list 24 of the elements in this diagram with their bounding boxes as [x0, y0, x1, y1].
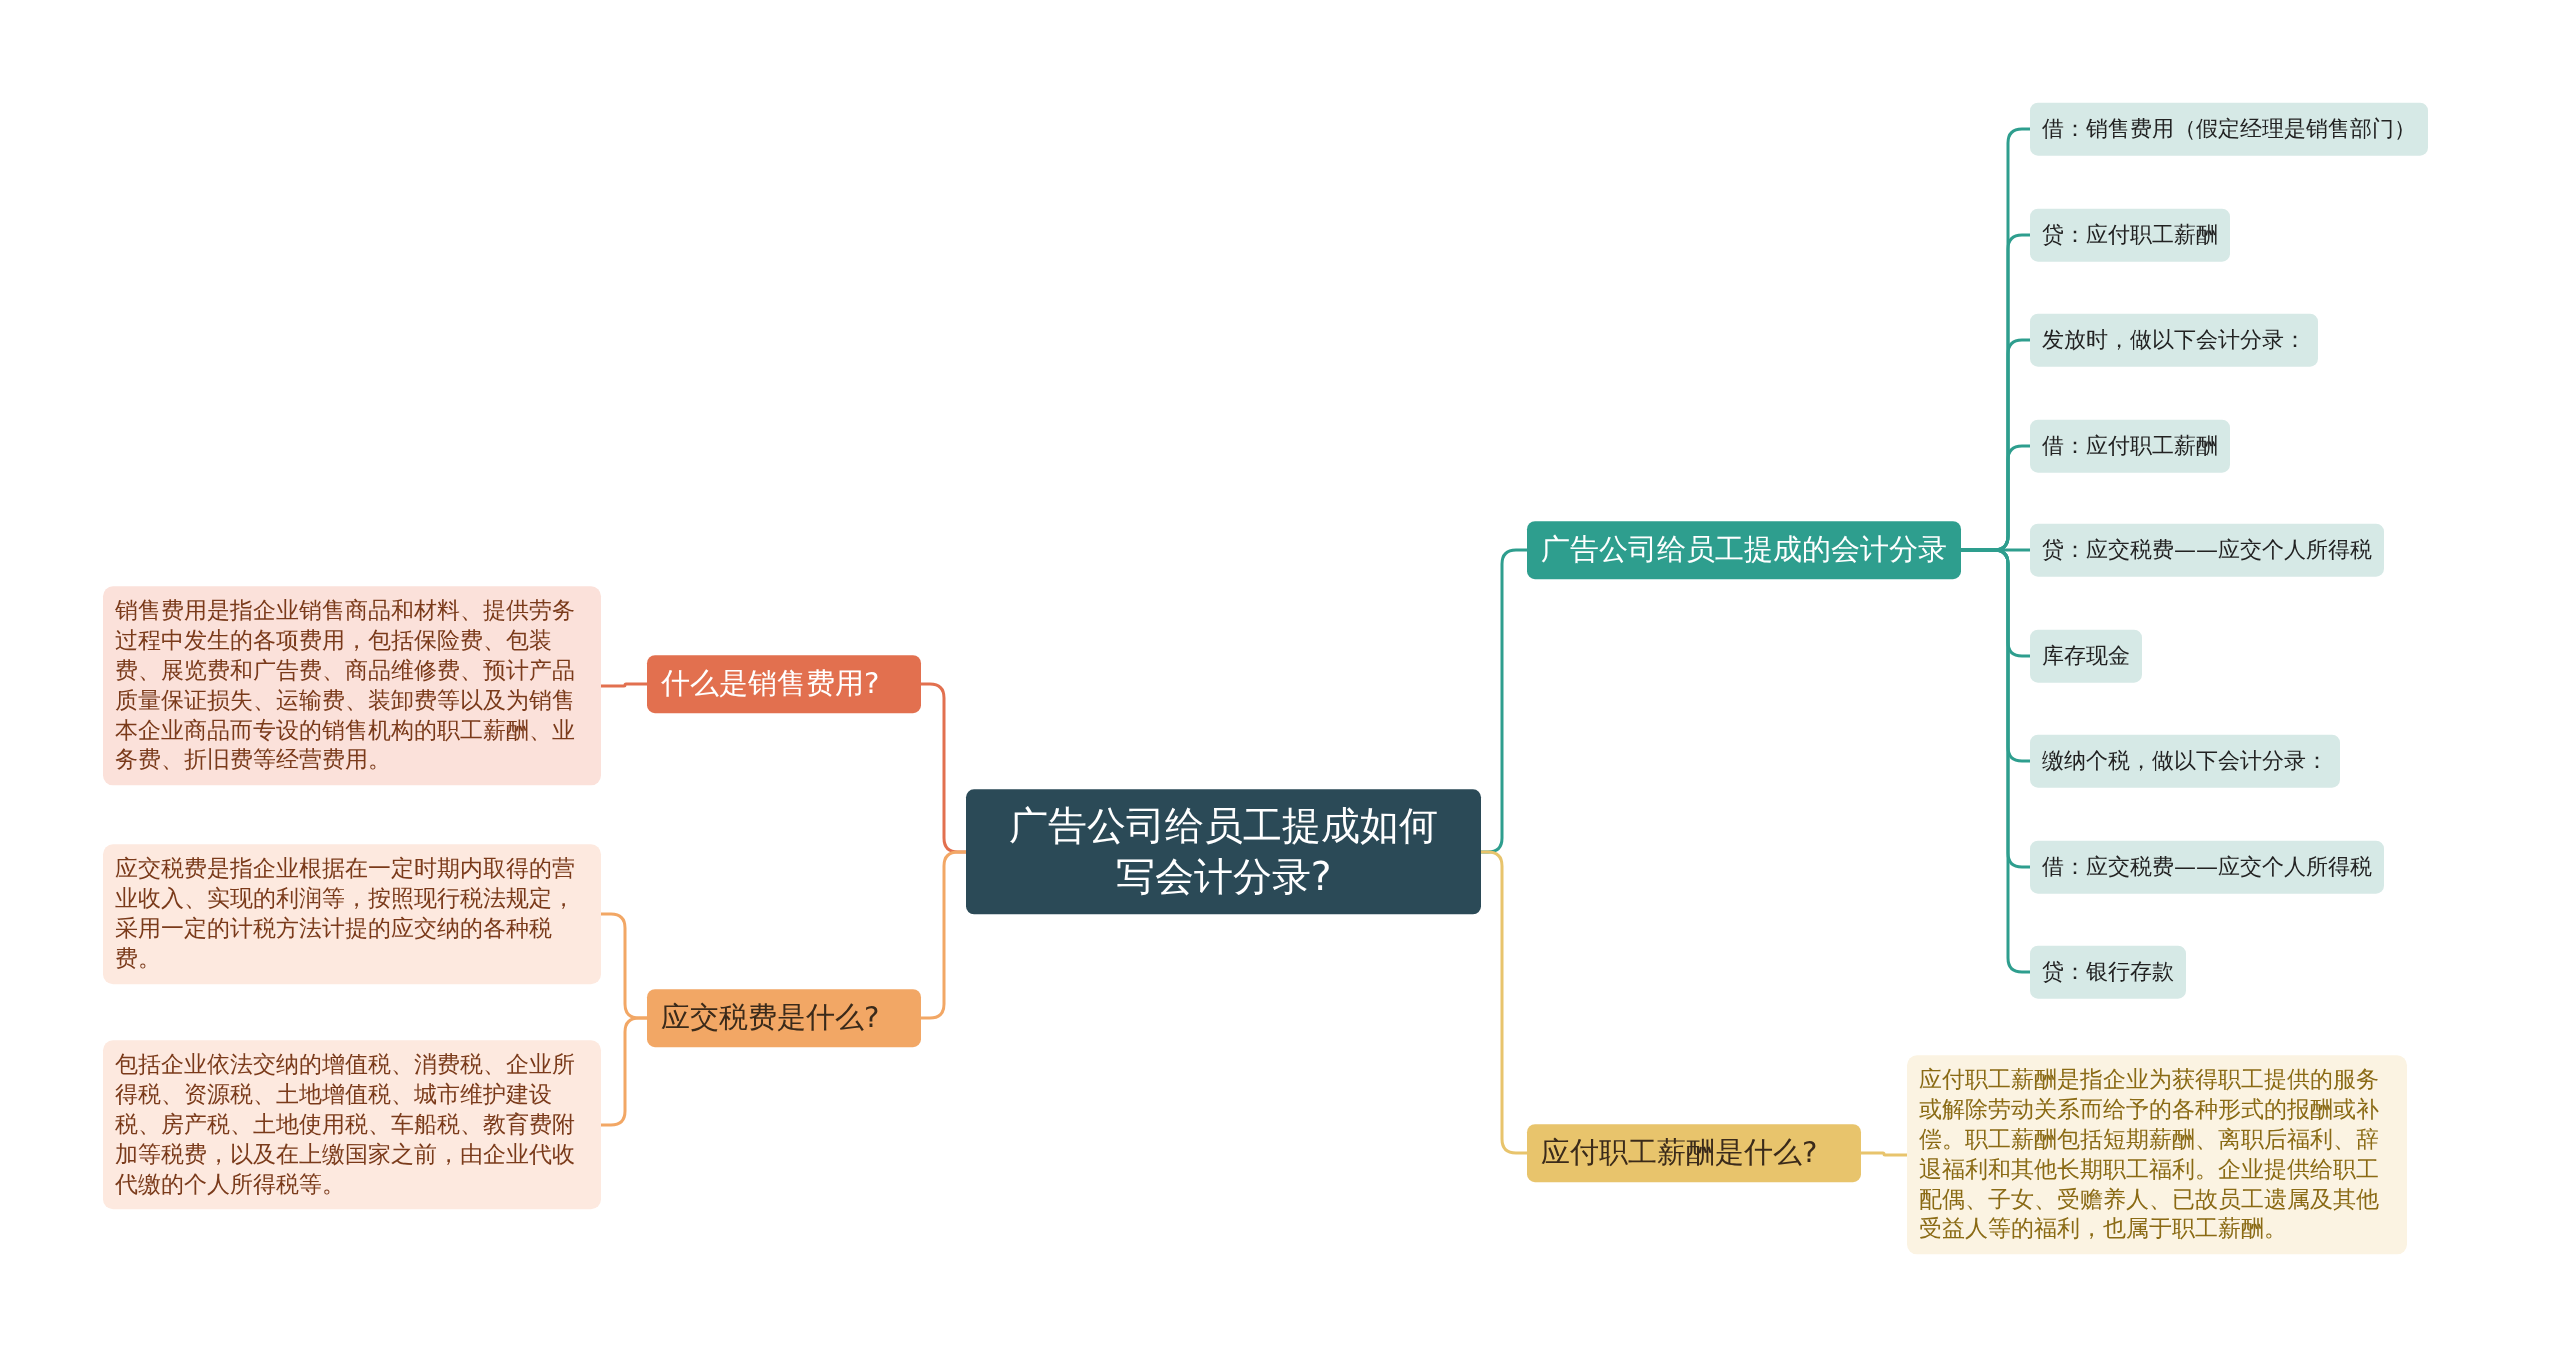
branch-topic: 什么是销售费用?: [647, 655, 921, 713]
leaf-topic: 贷：应交税费——应交个人所得税: [2030, 523, 2384, 577]
connector-line: [601, 682, 647, 688]
branch-topic: 应付职工薪酬是什么?: [1527, 1124, 1861, 1182]
connector-line: [601, 1016, 647, 1127]
leaf-topic: 借：应付职工薪酬: [2030, 419, 2230, 473]
note-box: 销售费用是指企业销售商品和材料、提供劳务过程中发生的各项费用，包括保险费、包装费、展览费和广告费、商品维修费、预计产品质量保证损失、运输费、装卸费等以及为销售本企业商品而专设的销售机构的职工薪酬、业务费、折旧费等经营费用。: [103, 586, 601, 786]
connector-line: [1961, 548, 2030, 974]
leaf-topic: 贷：银行存款: [2030, 945, 2186, 999]
note-box: 应交税费是指企业根据在一定时期内取得的营业收入、实现的利润等，按照现行税法规定，采用一定的计税方法计提的应交纳的各种税费。: [103, 844, 601, 984]
connector-line: [921, 850, 966, 1020]
central-topic: 广告公司给员工提成如何写会计分录?: [966, 789, 1481, 915]
leaf-topic: 缴纳个税，做以下会计分录：: [2030, 734, 2340, 788]
leaf-topic: 发放时，做以下会计分录：: [2030, 313, 2318, 367]
leaf-topic: 库存现金: [2030, 629, 2142, 683]
branch-topic: 广告公司给员工提成的会计分录: [1527, 521, 1961, 579]
leaf-topic: 借：销售费用（假定经理是销售部门）: [2030, 102, 2428, 156]
branch-topic: 应交税费是什么?: [647, 989, 921, 1047]
leaf-topic: 借：应交税费——应交个人所得税: [2030, 840, 2384, 894]
leaf-topic: 贷：应付职工薪酬: [2030, 208, 2230, 262]
note-box: 应付职工薪酬是指企业为获得职工提供的服务或解除劳动关系而给予的各种形式的报酬或补偿。职工薪酬包括短期薪酬、离职后福利、辞退福利和其他长期职工福利。企业提供给职工配偶、子女、受赡养人、已故员工遗属及其他受益人等的福利，也属于职工薪酬。: [1907, 1055, 2407, 1255]
connector-line: [1481, 850, 1527, 1155]
note-box: 包括企业依法交纳的增值税、消费税、企业所得税、资源税、土地增值税、城市维护建设税、房产税、土地使用税、车船税、教育费附加等税费，以及在上缴国家之前，由企业代收代缴的个人所得税等。: [103, 1040, 601, 1210]
connector-line: [1861, 1151, 1907, 1157]
